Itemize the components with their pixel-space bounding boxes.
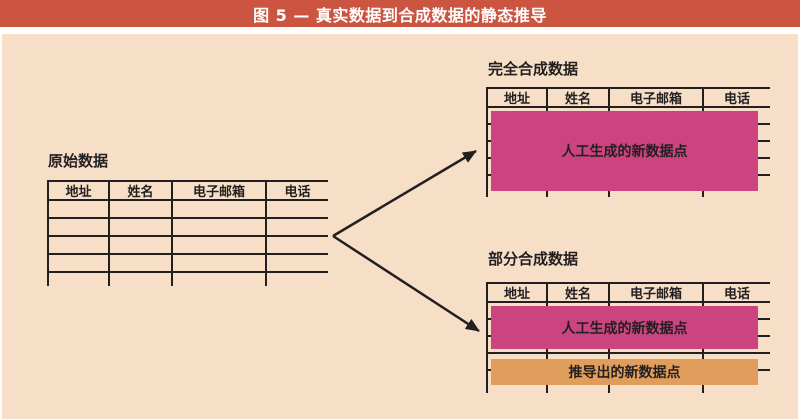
derived-points-overlay-label: 推导出的新数据点	[568, 365, 681, 381]
column-header-email: 电子邮箱	[610, 89, 704, 107]
figure-title: 图 5 — 真实数据到合成数据的静态推导	[253, 5, 547, 25]
column-header-address: 地址	[488, 89, 548, 107]
table-header-row: 地址 姓名 电子邮箱 电话	[488, 284, 770, 303]
fully-synthetic-label: 完全合成数据	[488, 60, 579, 78]
table-header-row: 地址 姓名 电子邮箱 电话	[49, 182, 328, 201]
column-header-name: 姓名	[548, 284, 610, 302]
original-data-label: 原始数据	[48, 152, 109, 170]
figure-title-bar: 图 5 — 真实数据到合成数据的静态推导	[0, 0, 800, 27]
column-header-address: 地址	[49, 182, 110, 200]
column-header-name: 姓名	[110, 182, 173, 200]
table-header-row: 地址 姓名 电子邮箱 电话	[488, 89, 770, 108]
table-overshoot-row	[49, 273, 328, 286]
table-overshoot-row	[488, 388, 770, 393]
column-header-email: 电子邮箱	[173, 182, 267, 200]
derived-points-overlay: 推导出的新数据点	[491, 359, 758, 385]
original-data-table: 地址 姓名 电子邮箱 电话	[47, 180, 328, 286]
synthetic-points-overlay-partial-label: 人工生成的新数据点	[561, 320, 688, 337]
table-row	[49, 255, 328, 273]
column-header-phone: 电话	[723, 287, 750, 302]
column-header-address: 地址	[488, 284, 548, 302]
column-header-phone: 电话	[284, 185, 311, 200]
table-row	[49, 237, 328, 255]
table-row	[49, 219, 328, 237]
column-header-name: 姓名	[548, 89, 610, 107]
column-header-email: 电子邮箱	[610, 284, 704, 302]
partially-synthetic-label: 部分合成数据	[488, 250, 579, 268]
synthetic-points-overlay-full-label: 人工生成的新数据点	[561, 144, 688, 160]
table-overshoot-row	[488, 192, 770, 197]
column-header-phone: 电话	[723, 92, 750, 107]
table-row	[49, 201, 328, 219]
synthetic-points-overlay-full: 人工生成的新数据点	[491, 111, 758, 191]
synthetic-points-overlay-partial: 人工生成的新数据点	[491, 306, 758, 349]
